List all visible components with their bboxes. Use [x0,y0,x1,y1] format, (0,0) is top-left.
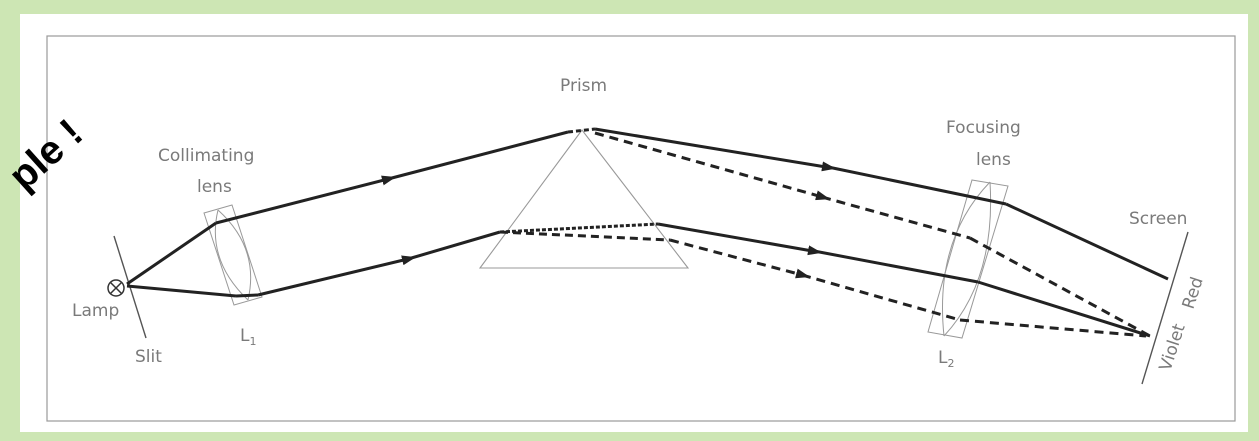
collimating-lens-label-line2: lens [197,177,232,197]
screen-label: Screen [1129,209,1187,229]
l1-subscript: 1 [249,335,256,348]
l2-subscript: 2 [947,357,954,370]
slit-label: Slit [135,347,162,367]
diagram-frame [46,35,1236,422]
focusing-lens-label-line2: lens [976,150,1011,170]
lamp-icon [107,279,125,297]
lower-ray [126,222,1151,338]
violet-label: Violet [1156,321,1190,373]
collimating-lens [203,204,263,306]
prism-label: Prism [560,76,607,96]
overlay-stamp-text: ple ! [1,111,92,199]
focusing-lens-label-line1: Focusing [946,118,1021,138]
l1-letter: L [240,326,250,346]
prism [478,129,690,269]
red-label: Red [1179,275,1208,312]
l2-letter: L [938,348,948,368]
upper-dispersed-ray [594,131,1151,338]
lamp-label: Lamp [72,301,119,321]
upper-ray [126,127,1169,286]
focusing-lens [927,179,1009,339]
diagram-panel [20,14,1248,432]
l1-label: L1 [240,326,256,348]
collimating-lens-label-line1: Collimating [158,146,254,166]
screen [1141,231,1189,385]
lower-dispersed-ray [499,230,1147,338]
l2-label: L2 [938,348,954,370]
